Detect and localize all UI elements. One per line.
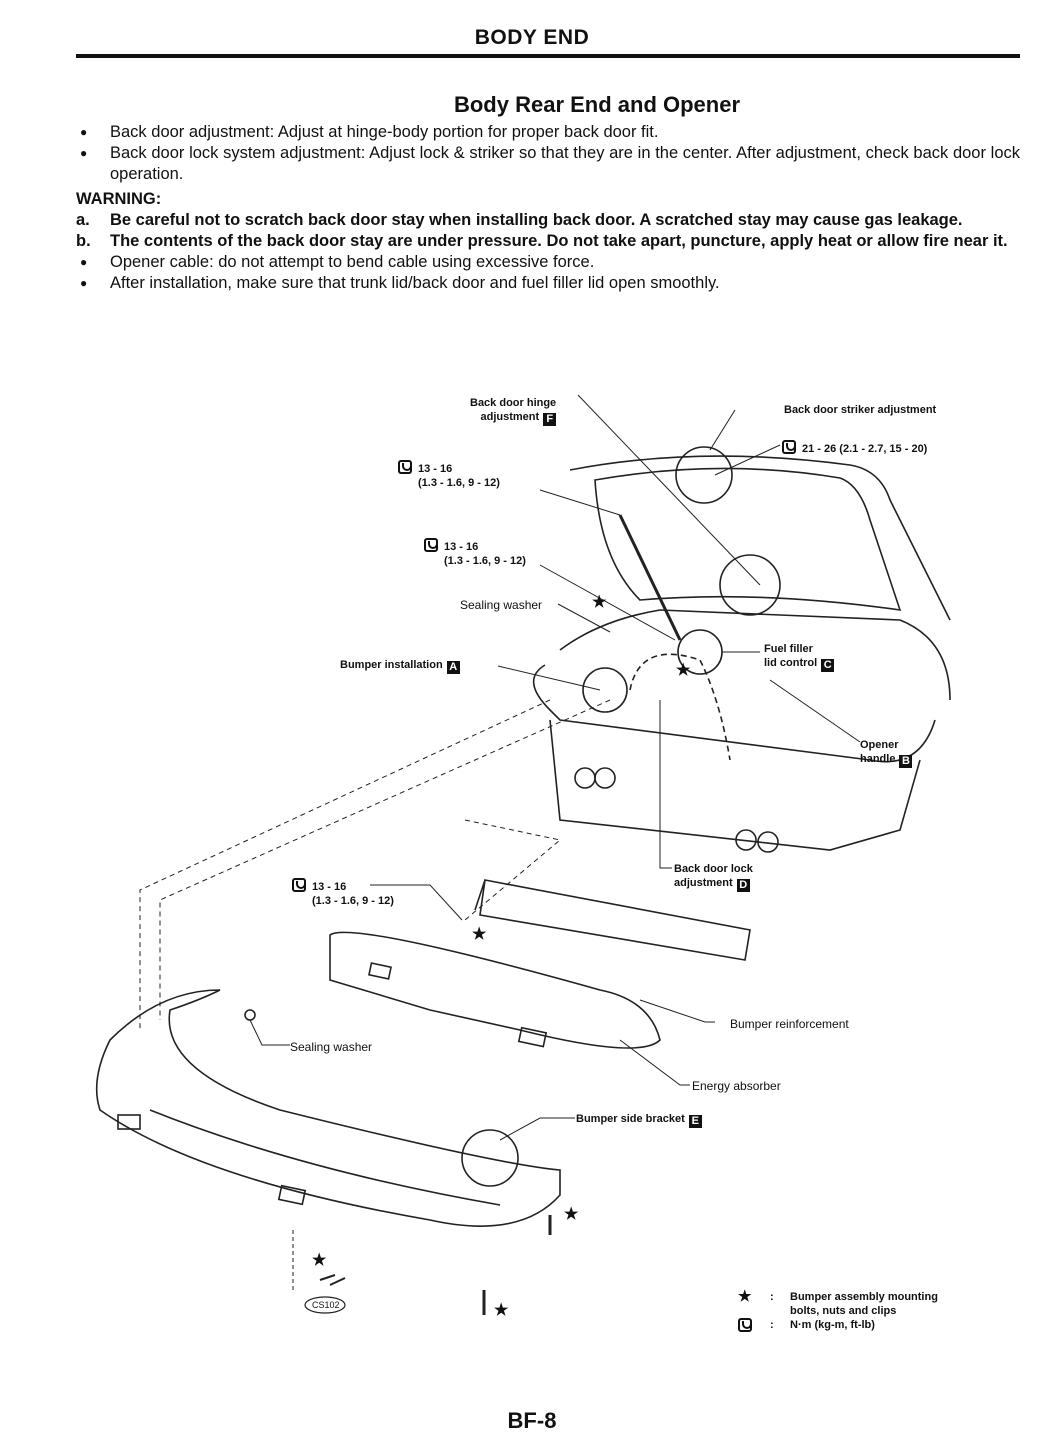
bullet-item: Back door adjustment: Adjust at hinge-bo… xyxy=(76,122,1020,143)
star-icon: ★ xyxy=(494,1302,509,1319)
bullet-item: Opener cable: do not attempt to bend cab… xyxy=(76,252,1020,273)
sealing-washer-bottom xyxy=(244,1009,256,1021)
box-A-icon: A xyxy=(446,661,460,674)
star-icon: ★ xyxy=(564,1206,579,1223)
bumper-reinforcement xyxy=(474,879,751,961)
car-rear-body xyxy=(559,609,951,701)
star-icon: ★ xyxy=(676,662,691,679)
label-bumper-reinforcement: Bumper reinforcement xyxy=(730,1017,849,1031)
energy-absorber xyxy=(329,931,661,1049)
section-header: BODY END xyxy=(474,26,590,49)
star-icon: ★ xyxy=(312,1252,327,1269)
page-title: Body Rear End and Opener xyxy=(453,92,741,117)
torque-stay-upper: 13 - 16(1.3 - 1.6, 9 - 12) xyxy=(398,460,500,490)
absorber-slot xyxy=(517,1026,548,1048)
warning-item: a.Be careful not to scratch back door st… xyxy=(76,211,963,229)
star-icon: ★ xyxy=(472,926,487,943)
warning-heading: WARNING: xyxy=(76,190,162,208)
star-icon: ★ xyxy=(738,1288,752,1305)
striker-detail-circle xyxy=(675,446,733,504)
rear-panel xyxy=(549,719,921,851)
figure-id: CS102 xyxy=(312,1300,340,1310)
bumper-fascia xyxy=(95,989,561,1227)
label-sealing-washer-bottom: Sealing washer xyxy=(290,1040,373,1054)
wrench-icon xyxy=(738,1318,752,1332)
header-rule xyxy=(76,54,1020,58)
back-door-stay xyxy=(618,514,682,641)
bullet-item: After installation, make sure that trunk… xyxy=(76,273,1020,294)
torque-striker: 21 - 26 (2.1 - 2.7, 15 - 20) xyxy=(782,440,927,456)
legend-row: : N·m (kg-m, ft-lb) xyxy=(738,1318,938,1334)
box-D-icon: D xyxy=(736,879,750,892)
label-sealing-washer-top: Sealing washer xyxy=(460,598,543,612)
torque-reinforcement: 13 - 16(1.3 - 1.6, 9 - 12) xyxy=(292,878,394,908)
bumper-slot xyxy=(117,1114,141,1130)
bumper-install-circle xyxy=(582,667,628,713)
hinge-detail-circle xyxy=(719,554,781,616)
exhaust-pipe xyxy=(735,829,757,851)
exhaust-pipe xyxy=(757,831,779,853)
rear-quarter xyxy=(532,664,936,763)
page-number: BF-8 xyxy=(507,1408,557,1433)
box-C-icon: C xyxy=(821,659,835,672)
warning-item: b.The contents of the back door stay are… xyxy=(76,232,1008,250)
bullet-item: Back door lock system adjustment: Adjust… xyxy=(76,143,1020,185)
side-bracket-circle xyxy=(461,1129,519,1187)
torque-stay-lower: 13 - 16(1.3 - 1.6, 9 - 12) xyxy=(424,538,526,568)
instructions: Back door adjustment: Adjust at hinge-bo… xyxy=(76,122,1020,294)
box-F-icon: F xyxy=(543,413,557,426)
back-door-outline xyxy=(569,455,951,621)
exhaust-pipe xyxy=(574,767,596,789)
box-E-icon: E xyxy=(688,1115,702,1128)
exhaust-pipe xyxy=(594,767,616,789)
star-icon: ★ xyxy=(592,594,607,611)
wrench-icon xyxy=(398,460,412,474)
box-B-icon: B xyxy=(899,755,913,768)
wrench-icon xyxy=(424,538,438,552)
label-energy-absorber: Energy absorber xyxy=(692,1079,781,1093)
wrench-icon xyxy=(292,878,306,892)
absorber-slot xyxy=(368,962,392,980)
back-door-glass xyxy=(594,467,902,611)
figure-id-oval xyxy=(304,1296,346,1314)
bumper-slot xyxy=(277,1184,307,1206)
label-striker-adjustment: Back door striker adjustment xyxy=(784,404,937,416)
wrench-icon xyxy=(782,440,796,454)
